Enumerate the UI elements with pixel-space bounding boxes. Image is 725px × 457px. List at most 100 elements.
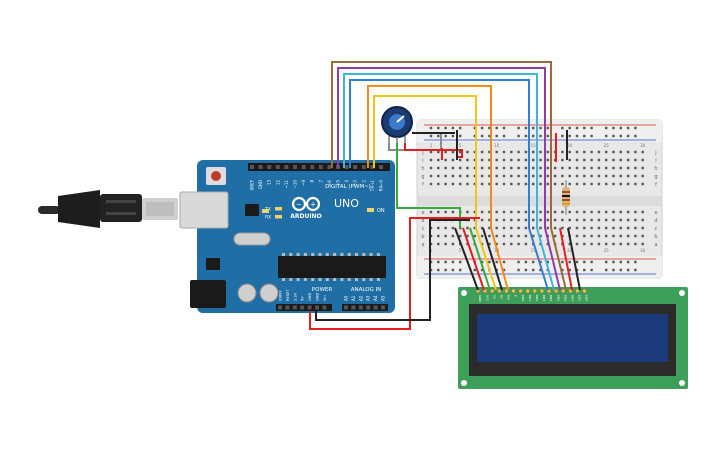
power-label: POWER <box>312 287 333 293</box>
digital-pin-hole[interactable] <box>379 165 383 169</box>
analog-pin-hole[interactable] <box>366 305 371 310</box>
lcd-wire-7 <box>528 227 549 291</box>
lcd-wire-3 <box>469 227 491 291</box>
atmega-chip <box>278 256 386 278</box>
wire-orange <box>367 85 492 228</box>
digital-pin-label: 4 <box>344 180 349 183</box>
lcd-pin-label: DB5 <box>556 295 560 301</box>
lcd-pin[interactable] <box>582 288 587 294</box>
lcd-pin[interactable] <box>560 288 566 294</box>
wire-yellow <box>373 95 477 228</box>
row-letter: b <box>421 234 424 240</box>
lcd-wire-4 <box>475 227 497 291</box>
row-letter: h <box>421 166 424 172</box>
lcd-pin-label: E <box>514 295 518 297</box>
digital-pin-hole[interactable] <box>293 165 297 169</box>
power-pin-hole[interactable] <box>285 305 290 310</box>
svg-text:+: + <box>310 201 316 209</box>
lcd-pin[interactable] <box>553 288 559 294</box>
digital-pin-hole[interactable] <box>361 165 366 169</box>
wire-black-rail <box>315 219 470 321</box>
digital-pin-hole[interactable] <box>250 165 254 169</box>
lcd-pin[interactable] <box>482 288 488 294</box>
digital-pin-hole[interactable] <box>267 165 272 169</box>
analog-pin-hole[interactable] <box>381 305 385 310</box>
wire-red-rail <box>309 217 480 330</box>
row-letter: j <box>421 150 423 156</box>
reset-button[interactable] <box>211 171 221 181</box>
analog-pin-label: A0 <box>344 295 349 301</box>
lcd-wire-1 <box>454 227 479 291</box>
digital-pin-hole[interactable] <box>284 165 289 169</box>
lcd-pin[interactable] <box>532 288 538 294</box>
analog-pin-hole[interactable] <box>344 305 348 310</box>
capacitor-1 <box>237 283 257 303</box>
row-letter: i <box>655 158 656 164</box>
power-pin-hole[interactable] <box>307 305 312 310</box>
digital-pin-label: GND <box>258 180 263 189</box>
analog-pin-hole[interactable] <box>358 305 363 310</box>
analog-pin-label: A1 <box>351 295 356 301</box>
column-number: 20 <box>567 248 573 253</box>
power-pin-label: 3.3V <box>293 292 297 301</box>
wire-red-pot <box>404 143 463 158</box>
lcd-pin[interactable] <box>518 288 523 294</box>
wires <box>309 61 581 330</box>
power-pin-hole[interactable] <box>322 305 327 310</box>
power-pin-hole[interactable] <box>315 305 319 310</box>
digital-pin-hole[interactable] <box>310 165 315 169</box>
digital-pin-hole[interactable] <box>258 165 263 169</box>
lcd-pin[interactable] <box>525 288 530 294</box>
led-on <box>367 208 374 212</box>
digital-pin-label: AREF <box>250 179 255 190</box>
digital-pin-label: 13 <box>267 180 272 186</box>
lcd-pin-label: DB1 <box>528 295 532 301</box>
row-letter: g <box>421 174 424 180</box>
potentiometer[interactable] <box>381 106 413 143</box>
digital-pin-hole[interactable] <box>353 165 358 169</box>
row-letter: a <box>654 242 657 248</box>
digital-pin-label: 7 <box>318 180 323 183</box>
digital-pin-hole[interactable] <box>370 165 375 169</box>
row-letter: f <box>422 182 424 188</box>
digital-pin-hole[interactable] <box>344 165 349 169</box>
lcd-pin-label: DB7 <box>571 295 575 301</box>
power-pin-hole[interactable] <box>278 305 282 310</box>
column-number: 15 <box>531 248 537 253</box>
on-label: ON <box>377 208 385 214</box>
lcd-pin-label: DB4 <box>549 295 553 301</box>
lcd-pin[interactable] <box>539 288 545 294</box>
analog-pin-hole[interactable] <box>373 305 378 310</box>
digital-pin-label: ~5 <box>336 180 341 186</box>
digital-pin-hole[interactable] <box>275 165 280 169</box>
digital-pin-label: 2 <box>361 180 366 183</box>
lcd-pin[interactable] <box>497 288 502 294</box>
column-number: 10 <box>494 143 500 148</box>
lcd-pin[interactable] <box>489 288 495 294</box>
lcd-wire-6 <box>490 227 509 291</box>
lcd-pin[interactable] <box>511 288 516 294</box>
lcd-wire-12 <box>567 227 581 291</box>
power-pin-label: IOREF <box>279 290 283 301</box>
lcd-pin-label: GND <box>478 295 482 303</box>
digital-pin-label: ~11 <box>284 180 289 189</box>
model-label: UNO <box>334 197 359 210</box>
svg-text:−: − <box>296 201 302 209</box>
digital-pin-hole[interactable] <box>301 165 306 169</box>
analog-pin-label: A4 <box>373 295 378 301</box>
analog-pin-label: A3 <box>366 295 371 301</box>
digital-pin-hole[interactable] <box>327 165 332 169</box>
lcd-wire-8 <box>536 227 555 291</box>
power-pin-hole[interactable] <box>300 305 305 310</box>
analog-pin-hole[interactable] <box>351 305 356 310</box>
lcd-pin-label: V0 <box>492 295 496 299</box>
led-rx-label: RX <box>265 215 271 221</box>
power-pin-hole[interactable] <box>292 305 297 310</box>
crystal-oscillator <box>233 232 271 246</box>
row-letter: g <box>654 174 657 180</box>
digital-pin-hole[interactable] <box>318 165 323 169</box>
lcd-pin[interactable] <box>575 288 580 294</box>
